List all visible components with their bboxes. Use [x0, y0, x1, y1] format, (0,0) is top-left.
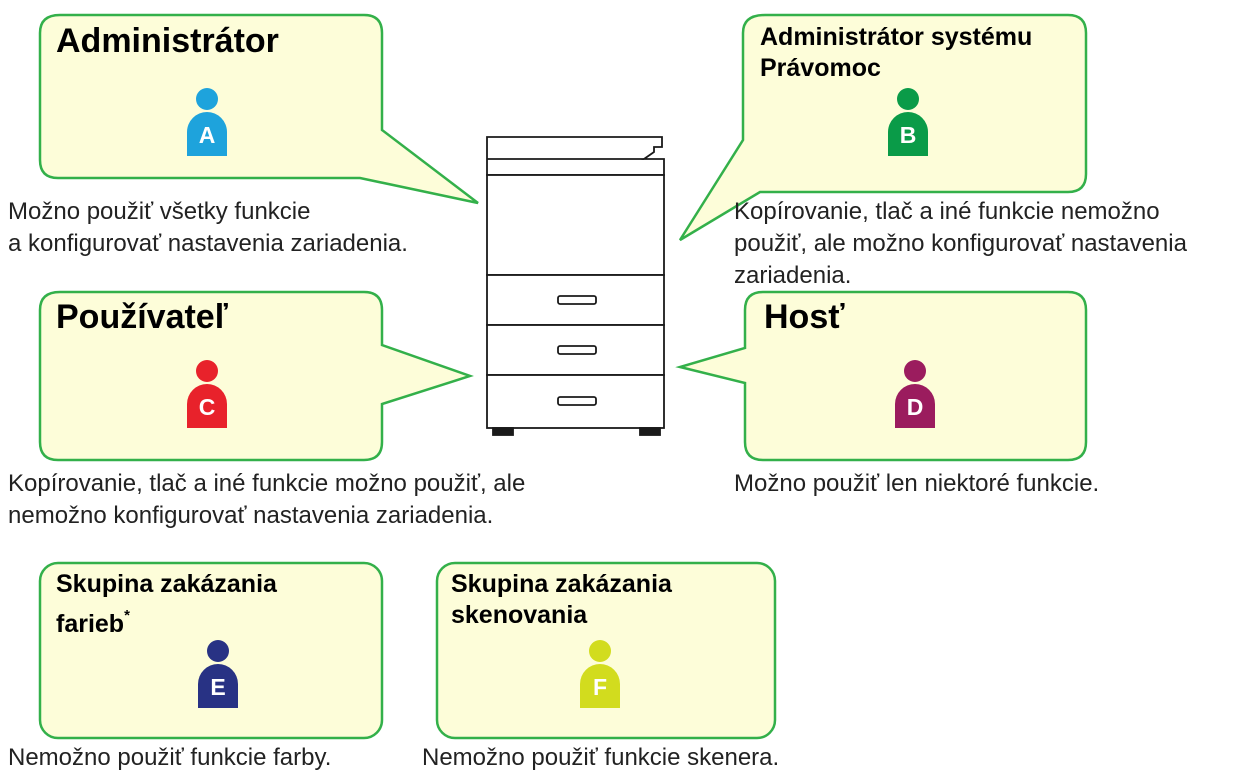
footnote-mark: * [124, 607, 130, 624]
person-body-e: E [198, 664, 238, 708]
role-letter-d: D [906, 393, 924, 420]
drawer-handle-3 [557, 396, 597, 406]
printer-illustration [486, 136, 665, 436]
bubble-c [38, 290, 474, 462]
printer-foot-left [492, 427, 514, 436]
person-body-d: D [895, 384, 935, 428]
printer-foot-right [639, 427, 661, 436]
person-head-e [207, 640, 229, 662]
role-letter-f: F [592, 673, 608, 700]
bubble-a [38, 13, 479, 205]
role-letter-c: C [198, 393, 216, 420]
role-desc-a: Možno použiť všetky funkcie a konfigurov… [8, 198, 408, 257]
person-head-a [196, 88, 218, 110]
bubble-b [678, 13, 1088, 242]
role-title-f-line1: Skupina zakázania [451, 570, 672, 598]
role-desc-d: Možno použiť len niektoré funkcie. [734, 470, 1100, 497]
role-title-e-line1: Skupina zakázania [56, 570, 277, 598]
person-icon-b: B [888, 88, 928, 156]
role-title-b: Administrátor systému Právomoc [760, 22, 1032, 84]
role-title-e: Skupina zakázania farieb* [56, 569, 277, 640]
person-icon-f: F [580, 640, 620, 708]
role-desc-e: Nemožno použiť funkcie farby. [8, 744, 332, 771]
person-head-b [897, 88, 919, 110]
drawer-handle-1 [557, 295, 597, 305]
role-desc-f: Nemožno použiť funkcie skenera. [422, 744, 780, 771]
role-desc-c: Kopírovanie, tlač a iné funkcie možno po… [8, 470, 526, 529]
role-title-a: Administrátor [56, 22, 279, 60]
role-letter-a: A [198, 121, 216, 148]
role-title-e-line2: farieb [56, 610, 125, 638]
role-letter-b: B [899, 121, 917, 148]
bubble-d [675, 290, 1088, 462]
drawer-handle-2 [557, 345, 597, 355]
role-title-c: Používateľ [56, 298, 228, 336]
role-title-f-line2: skenovania [451, 601, 588, 629]
printer-scanner-top [486, 136, 665, 176]
role-title-b-line1: Administrátor systému [760, 23, 1033, 51]
person-body-c: C [187, 384, 227, 428]
person-head-d [904, 360, 926, 382]
person-icon-a: A [187, 88, 227, 156]
role-title-b-line2: Právomoc [760, 54, 881, 82]
person-body-f: F [580, 664, 620, 708]
role-title-d: Hosť [764, 298, 845, 336]
person-body-a: A [187, 112, 227, 156]
role-title-f: Skupina zakázania skenovania [451, 569, 672, 631]
printer-body [486, 174, 665, 276]
person-head-f [589, 640, 611, 662]
person-body-b: B [888, 112, 928, 156]
person-icon-d: D [895, 360, 935, 428]
role-letter-e: E [210, 673, 226, 700]
person-head-c [196, 360, 218, 382]
role-desc-b: Kopírovanie, tlač a iné funkcie nemožno … [734, 198, 1187, 289]
person-icon-c: C [187, 360, 227, 428]
person-icon-e: E [198, 640, 238, 708]
